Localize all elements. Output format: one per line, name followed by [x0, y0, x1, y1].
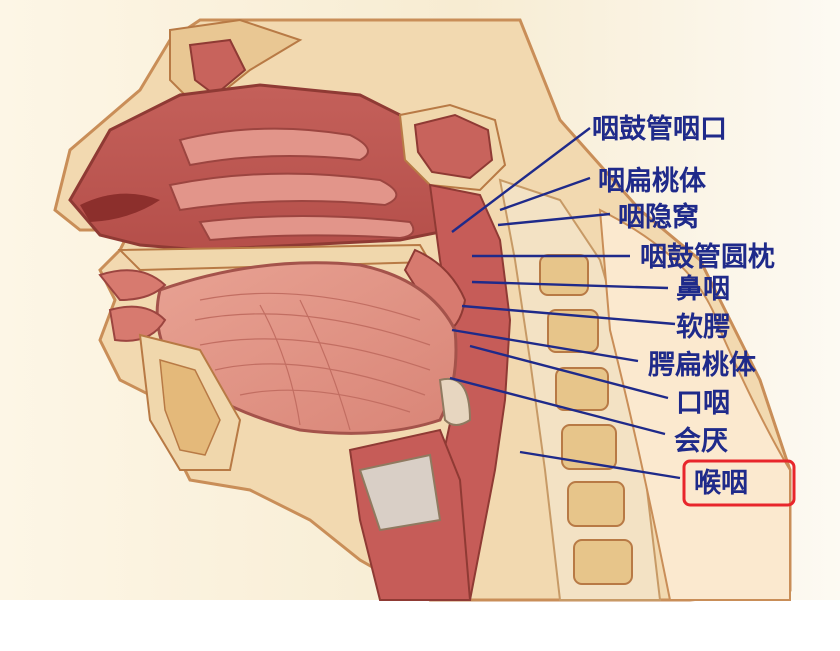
label-tubal-torus: 咽鼓管圆枕 — [640, 242, 775, 273]
label-epiglottis: 会厌 — [674, 426, 728, 457]
bottom-margin — [0, 600, 840, 651]
label-pharyngeal-recess: 咽隐窝 — [618, 201, 699, 233]
label-soft-palate: 软腭 — [676, 312, 730, 343]
label-laryngopharynx: 喉咽 — [694, 468, 748, 499]
label-pharyngeal-tonsil: 咽扁桃体 — [598, 166, 707, 197]
label-nasopharynx: 鼻咽 — [676, 274, 730, 305]
label-pharyngeal-tube-opening: 咽鼓管咽口 — [592, 114, 727, 145]
label-palatine-tonsil: 腭扁桃体 — [648, 350, 757, 381]
label-oropharynx: 口咽 — [676, 388, 730, 419]
inferior-turbinate — [200, 216, 413, 240]
